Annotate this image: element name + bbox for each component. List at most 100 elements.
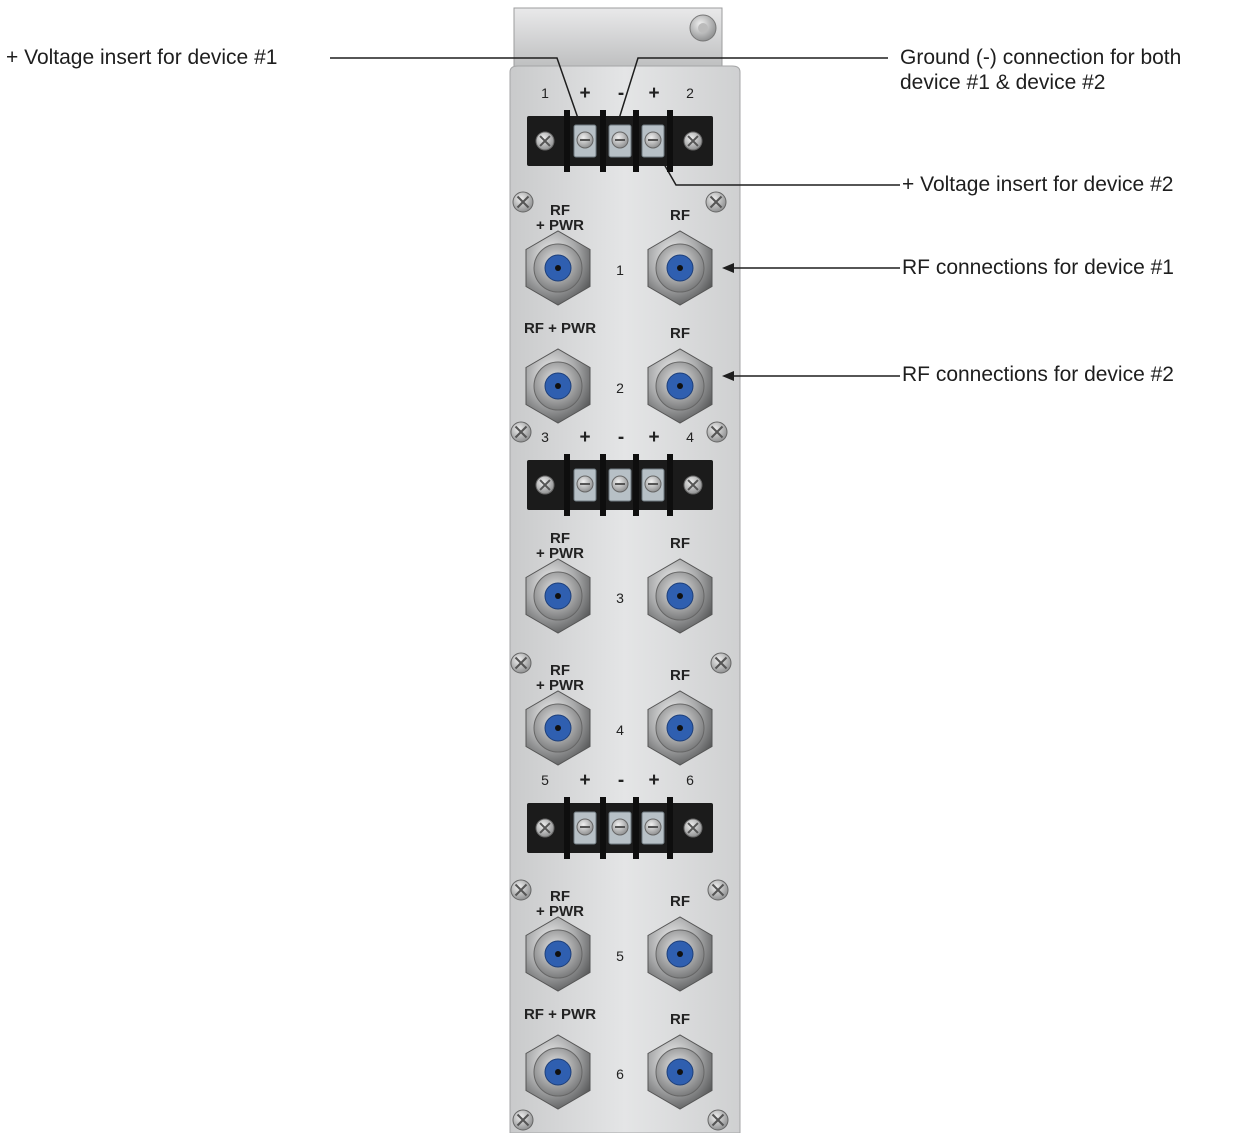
rf-pwr-label-line2: + PWR [536, 217, 584, 234]
mounting-tab [513, 7, 723, 71]
terminal-plus-label: + [579, 770, 590, 791]
rf-connector [647, 558, 713, 634]
screw-slot [516, 195, 530, 209]
terminal-block: 1+-+2 [527, 83, 713, 172]
connector-pin [555, 951, 561, 957]
callout-ground: Ground (-) connection for both device #1… [900, 45, 1181, 95]
terminal-plus-label: + [648, 83, 659, 104]
rf-pwr-connector [525, 690, 591, 766]
rf-label: RF [670, 667, 690, 684]
connector-pin [555, 593, 561, 599]
terminal-screw [641, 124, 665, 158]
rf-label: RF [670, 893, 690, 910]
connector-pin [555, 725, 561, 731]
connector-pin [677, 1069, 683, 1075]
rf-pwr-label: RF + PWR [524, 320, 596, 337]
rf-pwr-label-line2: + PWR [536, 677, 584, 694]
screw-slot [710, 425, 724, 439]
terminal-barrier [667, 110, 673, 172]
terminal-end-screw [683, 818, 703, 838]
terminal-screw [573, 468, 597, 502]
screw-slot [514, 425, 528, 439]
callout-ground-line2: device #1 & device #2 [900, 71, 1106, 94]
terminal-plus-label: + [579, 427, 590, 448]
terminal-end-screw [535, 818, 555, 838]
rf-pair-number: 3 [616, 590, 624, 606]
terminal-plus-label: + [648, 770, 659, 791]
rf-connector [647, 230, 713, 306]
panel-mount-screw [705, 191, 727, 213]
terminal-screw [573, 124, 597, 158]
panel-mount-screw [707, 1109, 729, 1131]
terminal-screw [641, 811, 665, 845]
connector-pin [555, 383, 561, 389]
screw-slot [516, 1113, 530, 1127]
panel-mount-screw [707, 879, 729, 901]
rf-pwr-label-line2: + PWR [536, 903, 584, 920]
screw-slot [687, 479, 699, 491]
rf-pair-number: 6 [616, 1066, 624, 1082]
rf-connector [647, 348, 713, 424]
panel-mount-screw [706, 421, 728, 443]
terminal-barrier [667, 797, 673, 859]
rf-label: RF [670, 535, 690, 552]
screw-slot [711, 1113, 725, 1127]
rf-pwr-connector [525, 558, 591, 634]
terminal-block: 3+-+4 [527, 427, 713, 516]
terminal-number-right: 4 [686, 429, 694, 445]
connector-pin [677, 593, 683, 599]
rf-connector [647, 1034, 713, 1110]
rf-pair-number: 5 [616, 948, 624, 964]
terminal-plus-label: + [648, 427, 659, 448]
connector-pin [677, 383, 683, 389]
connector-pin [677, 265, 683, 271]
screw-slot [687, 135, 699, 147]
terminal-number-right: 6 [686, 772, 694, 788]
rf-pwr-connector [525, 1034, 591, 1110]
panel-mount-screw [510, 879, 532, 901]
rf-pair-number: 4 [616, 722, 624, 738]
terminal-barrier [564, 454, 570, 516]
panel-mount-screw [510, 421, 532, 443]
connector-pin [555, 1069, 561, 1075]
callout-rf-device2: RF connections for device #2 [902, 363, 1174, 386]
leader-ground [617, 57, 888, 123]
terminal-barrier [564, 797, 570, 859]
terminal-end-screw [535, 131, 555, 151]
screw-slot [539, 479, 551, 491]
terminal-screw [573, 811, 597, 845]
screw-slot [714, 656, 728, 670]
terminal-number-left: 3 [541, 429, 549, 445]
arrowhead-rf-device1 [722, 263, 734, 273]
rf-pwr-connector [525, 348, 591, 424]
terminal-block: 5+-+6 [527, 770, 713, 859]
rf-pwr-connector [525, 916, 591, 992]
rf-pwr-label-line1: RF [550, 530, 570, 547]
panel-mount-screw [512, 1109, 534, 1131]
rf-pwr-label-line1: RF [550, 888, 570, 905]
terminal-end-screw [683, 475, 703, 495]
rf-pwr-label-line1: RF [550, 662, 570, 679]
callout-voltage-device1: + Voltage insert for device #1 [6, 46, 278, 69]
callout-ground-line1: Ground (-) connection for both [900, 46, 1182, 69]
rf-pwr-label-line2: + PWR [536, 545, 584, 562]
screw-slot [711, 883, 725, 897]
terminal-minus-label: - [618, 770, 624, 791]
arrowhead-rf-device2 [722, 371, 734, 381]
panel-mount-screw [512, 191, 534, 213]
panel-screws [510, 191, 732, 1131]
screw-slot [709, 195, 723, 209]
terminal-barrier [633, 797, 639, 859]
rf-label: RF [670, 207, 690, 224]
terminal-number-left: 1 [541, 85, 549, 101]
rf-label: RF [670, 325, 690, 342]
terminal-screw [608, 468, 632, 502]
rf-pair-number: 1 [616, 262, 624, 278]
screw-slot [514, 883, 528, 897]
callout-voltage-device2: + Voltage insert for device #2 [902, 173, 1174, 196]
